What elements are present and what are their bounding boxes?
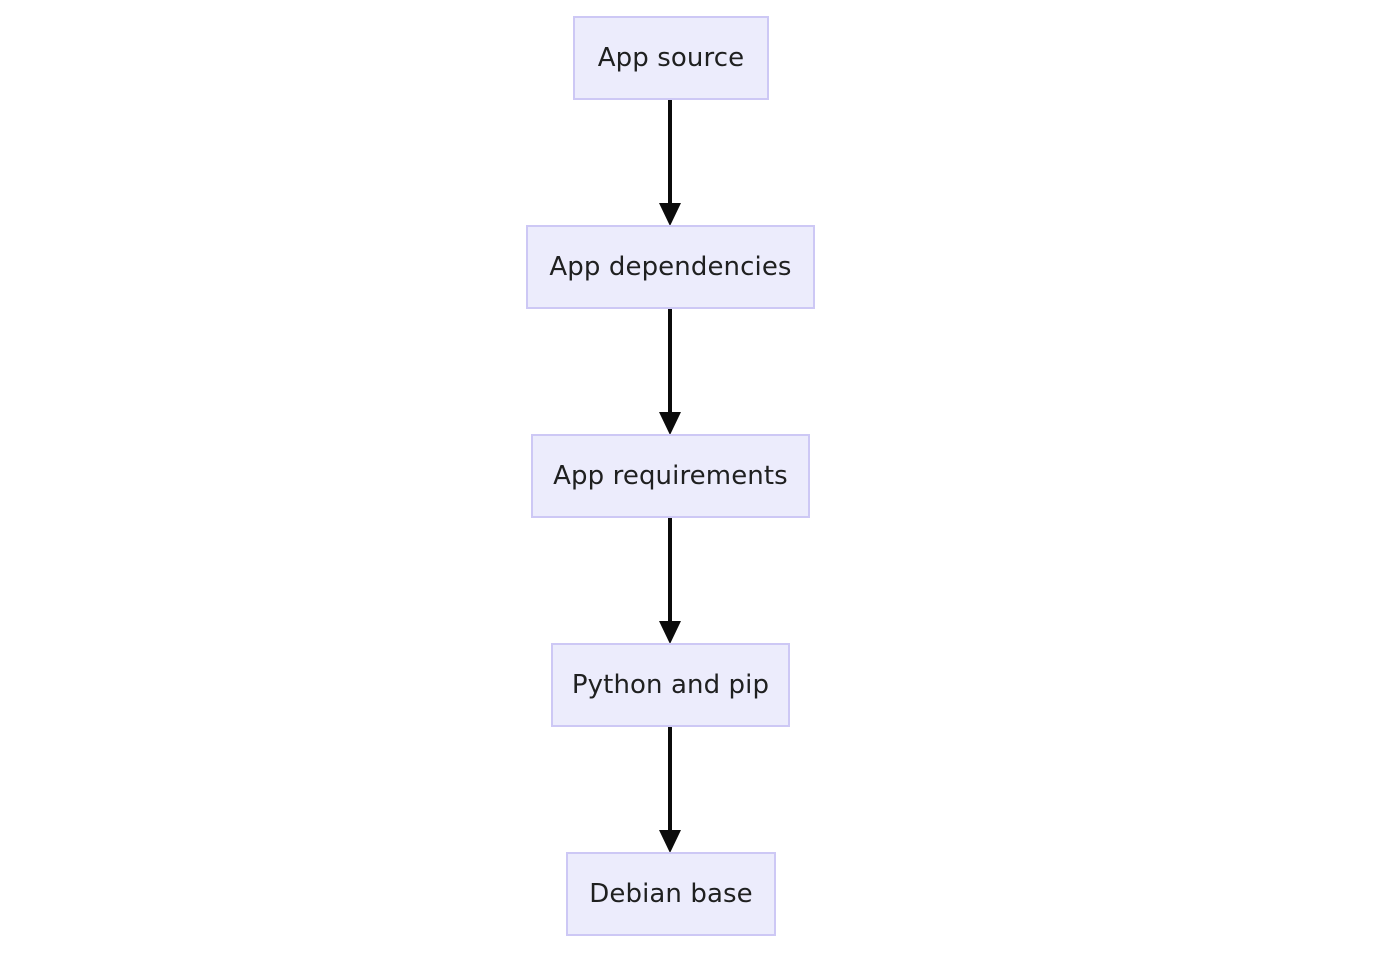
node-debian-base[interactable]: Debian base xyxy=(566,852,776,936)
arrowhead-icon xyxy=(659,203,681,226)
arrowhead-icon xyxy=(659,412,681,435)
node-label: App requirements xyxy=(553,461,788,491)
edge-app-source-to-app-dependencies xyxy=(648,96,692,229)
node-label: Python and pip xyxy=(571,670,770,700)
edge-app-requirements-to-python-and-pip xyxy=(648,514,692,647)
edge-python-and-pip-to-debian-base xyxy=(648,723,692,856)
arrowhead-icon xyxy=(659,621,681,644)
node-python-and-pip[interactable]: Python and pip xyxy=(551,643,790,727)
node-label: Debian base xyxy=(589,879,753,909)
node-label: App dependencies xyxy=(549,252,792,282)
node-app-dependencies[interactable]: App dependencies xyxy=(526,225,815,309)
arrowhead-icon xyxy=(659,830,681,853)
node-label: App source xyxy=(597,43,745,73)
edge-app-dependencies-to-app-requirements xyxy=(648,305,692,438)
node-app-source[interactable]: App source xyxy=(573,16,769,100)
node-app-requirements[interactable]: App requirements xyxy=(531,434,810,518)
